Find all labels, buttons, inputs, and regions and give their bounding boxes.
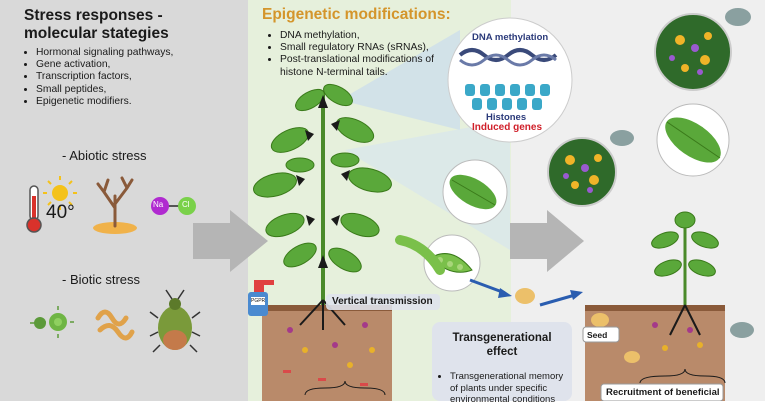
leaf-zoom-circle [442,159,508,225]
flow-arrow-left [193,210,268,272]
na-label: Na [153,200,164,209]
recruitment-box [600,383,724,401]
brain-icon [610,8,754,338]
dna-methylation-label: DNA methylation [472,32,549,43]
transgenerational-bullet: Transgenerational memory of plants under… [438,371,590,406]
recruitment-label: Recruitment of beneficial [606,387,720,398]
temperature-label: 40° [46,202,75,223]
induced-genes-label: Induced genes [472,122,543,133]
transgenerational-bullet-line2: of plants under specific [450,382,548,394]
soil-middle [262,305,392,401]
biotic-heading: - Biotic stress [62,272,141,287]
pod-circle [423,234,481,292]
dead-tree-icon [93,176,137,234]
transgenerational-box [432,322,572,401]
plant-right [651,211,719,336]
vertical-transmission-box [326,294,440,310]
left-title-line2: molecular stategies [24,25,169,42]
list-item: Hormonal signaling pathways, [36,47,173,59]
transgenerational-title-line2: effect [486,346,518,358]
list-item: Epigenetic modifiers. [36,96,173,108]
cl-label: Cl [182,200,190,209]
seed-sprout-icon [591,313,640,363]
microbe-circle [547,137,617,207]
thermometer-icon [26,185,42,233]
left-title-line1: Stress responses - [24,7,163,24]
left-bullet-list: Hormonal signaling pathways, Gene activa… [24,47,173,108]
flow-arrow-right [510,210,584,272]
epigenetic-bullet-list: DNA methylation, Small regulatory RNAs (… [268,30,460,79]
seed-icon [515,288,535,304]
seed-label-box [582,326,620,343]
bacteria-icon [30,306,74,338]
spray-bottle-icon [248,280,274,316]
list-item: Transcription factors, [36,71,173,83]
worm-icon [95,309,135,341]
bug-icon [149,289,201,353]
transgenerational-title: Transgenerational effect [432,331,572,359]
left-title: Stress responses - molecular stategies [24,7,169,43]
leaf-zoom-circle-right [656,103,730,177]
plant-middle [253,83,392,330]
seed-pod-icon [395,235,445,275]
vertical-transmission-label: Vertical transmission [332,296,433,307]
transgenerational-title-line1: Transgenerational [452,332,552,344]
list-item: Post-translational modifications of hist… [280,54,460,78]
histones-label: Histones [486,112,527,123]
epigenetic-title: Epigenetic modifications: [262,6,451,23]
list-item: Gene activation, [36,59,173,71]
abiotic-heading: - Abiotic stress [62,148,147,163]
list-item: Transgenerational memory of plants under… [450,371,590,406]
sun-icon [43,176,77,210]
microbe-circle-top [654,13,732,91]
list-item: DNA methylation, [280,30,460,42]
transgenerational-bullet-line1: Transgenerational memory [450,371,564,382]
list-item: Small peptides, [36,84,173,96]
transgenerational-bullet-line3: environmental conditions [450,394,556,405]
dna-histone-circle [447,17,573,143]
list-item: Small regulatory RNAs (sRNAs), [280,42,460,54]
left-panel [0,0,248,401]
salt-icon [151,197,196,215]
spray-label: PGPR [251,298,266,304]
seed-label: Seed [587,330,608,340]
